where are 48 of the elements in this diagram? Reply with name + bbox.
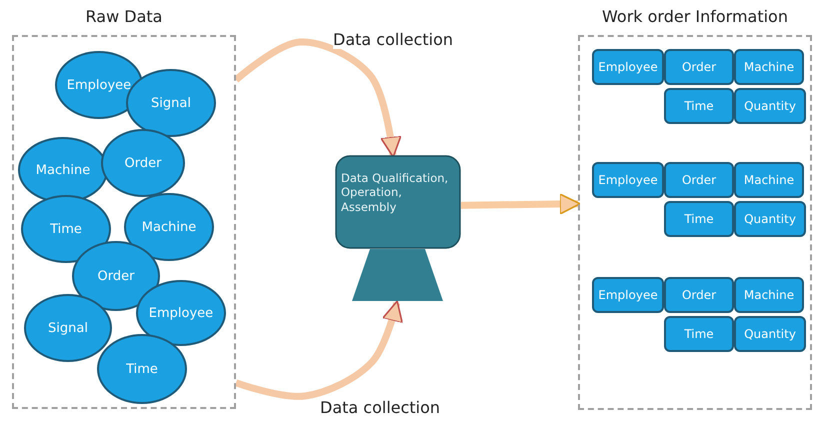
field-label: Time: [126, 362, 158, 376]
data-field-box: [664, 88, 734, 124]
curved-arrow: [234, 300, 403, 400]
field-label: Machine: [744, 60, 794, 74]
group-heading: Work order Information: [601, 7, 789, 26]
field-label: Machine: [142, 220, 196, 234]
field-label: Employee: [598, 60, 658, 74]
field-label: Quantity: [744, 99, 796, 113]
data-field-box: [734, 277, 804, 313]
data-field-box: [664, 49, 734, 85]
field-label: Employee: [148, 306, 214, 320]
field-label: Signal: [48, 320, 88, 336]
field-label: Time: [50, 222, 82, 236]
field-label: Time: [684, 212, 714, 226]
field-label: Quantity: [744, 327, 796, 341]
data-field-box: [734, 316, 806, 352]
data-field-box: [734, 49, 804, 85]
data-field-box: [664, 162, 734, 198]
field-label: Machine: [744, 173, 794, 187]
field-label: Time: [684, 99, 714, 113]
data-field-box: [734, 88, 806, 124]
data-field-box: [664, 316, 734, 352]
data-field-box: [734, 162, 804, 198]
field-label: Order: [682, 60, 716, 74]
data-ellipse: [101, 129, 185, 197]
curved-arrow: [234, 38, 402, 158]
process-label: Data Qualification, Operation, Assembly: [341, 171, 450, 214]
field-label: Machine: [744, 288, 794, 302]
field-label: Order: [682, 173, 716, 187]
field-label: Order: [124, 156, 162, 170]
field-label: Employee: [598, 173, 658, 187]
field-label: Order: [682, 288, 716, 302]
field-label: Time: [684, 327, 714, 341]
field-label: Signal: [151, 96, 191, 110]
edge-label: Data collection: [333, 30, 454, 49]
data-field-box: [592, 162, 664, 198]
field-label: Employee: [598, 288, 658, 302]
data-field-box: [664, 201, 734, 237]
field-label: Machine: [36, 162, 90, 178]
group-heading: Raw Data: [84, 7, 164, 26]
data-field-box: [664, 277, 734, 313]
field-label: Order: [98, 268, 134, 284]
data-field-box: [734, 201, 806, 237]
field-label: Employee: [66, 78, 132, 92]
data-field-box: [592, 277, 664, 313]
data-field-box: [592, 49, 664, 85]
field-label: Quantity: [744, 212, 796, 226]
block-arrow: [460, 193, 581, 215]
